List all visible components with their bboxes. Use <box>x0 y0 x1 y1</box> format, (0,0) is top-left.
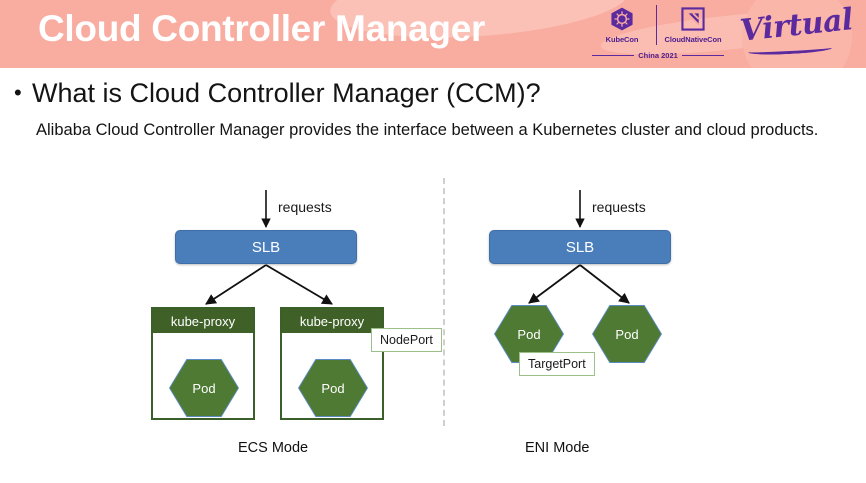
event-location-year: China 2021 <box>638 51 678 60</box>
cloudnativecon-logo-group: CloudNativeCon <box>662 4 724 44</box>
rule-left <box>592 55 635 56</box>
eni-requests-label: requests <box>592 199 646 215</box>
kubecon-wordmark: KubeCon <box>605 35 639 44</box>
eni-pod-label-2: Pod <box>593 306 661 362</box>
ecs-mode-caption: ECS Mode <box>238 440 309 456</box>
bullet-dot-icon: • <box>14 80 22 105</box>
cncf-square-icon <box>662 4 724 34</box>
cloudnativecon-wordmark: CloudNativeCon <box>664 35 722 44</box>
kubernetes-helm-wheel-icon <box>592 4 652 34</box>
kubecon-logo-group: KubeCon <box>592 4 652 44</box>
ecs-requests-label: requests <box>278 199 332 215</box>
ecs-slb-box[interactable]: SLB <box>175 230 357 264</box>
diagram-vertical-divider <box>443 178 445 426</box>
eni-pod-label-1: Pod <box>495 306 563 362</box>
body-paragraph: Alibaba Cloud Controller Manager provide… <box>36 121 819 139</box>
ecs-pod-1[interactable]: Pod <box>169 359 239 417</box>
ecs-kube-proxy-header-2: kube-proxy <box>282 309 382 333</box>
eni-pod-2[interactable]: Pod <box>592 305 662 363</box>
ecs-pod-2[interactable]: Pod <box>298 359 368 417</box>
pod-hexagon-border-icon <box>592 305 662 363</box>
rule-right <box>681 55 725 56</box>
eni-slb-box[interactable]: SLB <box>489 230 671 264</box>
ecs-kube-proxy-header-1: kube-proxy <box>153 309 253 333</box>
banner-decoration-circle <box>742 0 852 68</box>
slide-header-banner: Cloud Controller Manager <box>0 0 866 68</box>
bullet-heading: • What is Cloud Controller Manager (CCM)? <box>14 78 541 109</box>
bullet-heading-text: What is Cloud Controller Manager (CCM)? <box>32 78 541 108</box>
logo-vertical-divider <box>656 5 657 45</box>
eni-pod-1[interactable]: Pod <box>494 305 564 363</box>
pod-hexagon-border-icon <box>169 359 239 417</box>
nodeport-tag[interactable]: NodePort <box>371 328 442 352</box>
ecs-node-box-2[interactable]: kube-proxy <box>280 307 384 420</box>
ecs-pod-label-1: Pod <box>170 360 238 416</box>
eni-mode-caption: ENI Mode <box>525 440 590 456</box>
pod-hexagon-border-icon <box>494 305 564 363</box>
ecs-node-box-1[interactable]: kube-proxy <box>151 307 255 420</box>
event-location-year-row: China 2021 <box>592 51 725 60</box>
ecs-pod-label-2: Pod <box>299 360 367 416</box>
kubecon-cloudnativecon-logo-lockup: KubeCon CloudNativeCon China 2021 <box>592 2 725 66</box>
pod-hexagon-border-icon <box>298 359 368 417</box>
targetport-tag[interactable]: TargetPort <box>519 352 595 376</box>
page-title: Cloud Controller Manager <box>38 8 486 49</box>
